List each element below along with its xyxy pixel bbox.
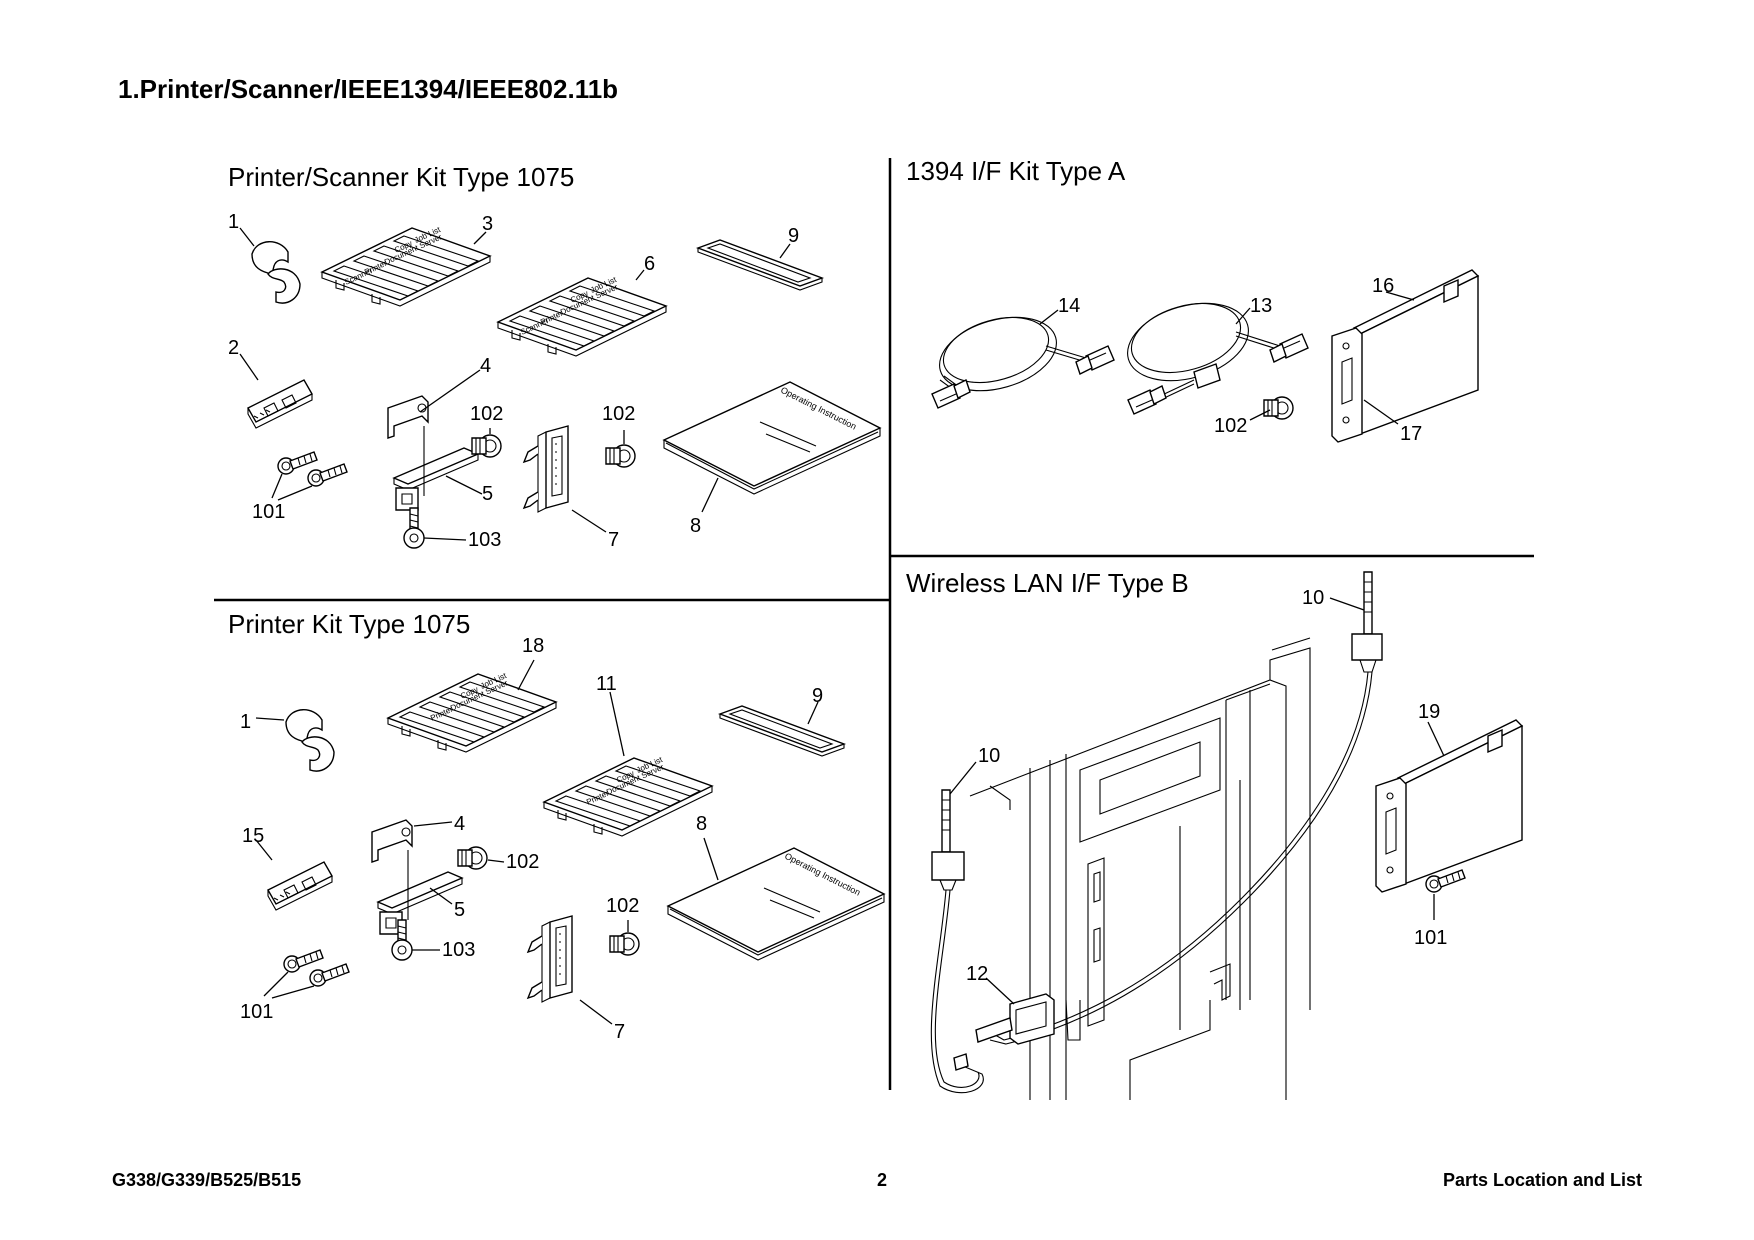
ps-label-7: 7 bbox=[608, 529, 619, 551]
pr-label-101: 101 bbox=[240, 1001, 273, 1023]
pr-label-8: 8 bbox=[696, 813, 707, 835]
pr-label-18: 18 bbox=[522, 635, 544, 657]
pr-label-15: 15 bbox=[242, 825, 264, 847]
ps-screw-102b bbox=[605, 444, 636, 468]
wl-label-10-left: 10 bbox=[978, 745, 1000, 767]
pr-part-1-clamp bbox=[285, 709, 335, 772]
pr-screw-102a bbox=[457, 846, 488, 870]
fw-label-17: 17 bbox=[1400, 423, 1422, 445]
fw-label-13: 13 bbox=[1250, 295, 1272, 317]
wl-antenna-10-top bbox=[989, 571, 1383, 1045]
footer-page-number: 2 bbox=[877, 1170, 888, 1190]
page-title: 1.Printer/Scanner/IEEE1394/IEEE802.11b bbox=[118, 74, 619, 104]
pr-label-4: 4 bbox=[454, 813, 465, 835]
ps-label-102a: 102 bbox=[470, 403, 503, 425]
pr-part-9-glass bbox=[719, 705, 845, 757]
wireless-lan-title: Wireless LAN I/F Type B bbox=[906, 568, 1189, 598]
pr-label-102a: 102 bbox=[506, 851, 539, 873]
footer-section-name: Parts Location and List bbox=[1442, 1170, 1642, 1190]
ps-label-102b: 102 bbox=[602, 403, 635, 425]
wl-part-12-card bbox=[975, 993, 1055, 1045]
footer-model-numbers: G338/G339/B525/B515 bbox=[112, 1170, 302, 1190]
ps-screw-102a bbox=[471, 434, 502, 458]
ps-label-101: 101 bbox=[252, 501, 285, 523]
pr-label-7: 7 bbox=[614, 1021, 625, 1043]
ps-label-2: 2 bbox=[228, 337, 239, 359]
ps-label-3: 3 bbox=[482, 213, 493, 235]
ps-part-8-manual bbox=[663, 381, 881, 495]
ps-screw-101a bbox=[277, 451, 318, 475]
ps-part-2-memory bbox=[247, 379, 313, 429]
ps-part-1-clamp bbox=[251, 241, 301, 304]
ps-part-4-5-board bbox=[387, 395, 479, 511]
ps-part-7-connector bbox=[523, 425, 569, 513]
wl-label-10-top: 10 bbox=[1302, 587, 1324, 609]
wl-label-19: 19 bbox=[1418, 701, 1440, 723]
ps-label-6: 6 bbox=[644, 253, 655, 275]
pr-screw-102b bbox=[609, 932, 640, 956]
wl-machine-outline bbox=[969, 637, 1311, 1100]
pr-label-5: 5 bbox=[454, 899, 465, 921]
fw-cable-13 bbox=[1127, 302, 1309, 415]
ps-label-8: 8 bbox=[690, 515, 701, 537]
pr-label-103: 103 bbox=[442, 939, 475, 961]
fw-screw-102 bbox=[1263, 396, 1294, 420]
fw-label-14: 14 bbox=[1058, 295, 1080, 317]
pr-part-8-manual bbox=[667, 847, 885, 961]
pr-part-15-memory bbox=[267, 861, 333, 911]
fw-label-16: 16 bbox=[1372, 275, 1394, 297]
fw-label-102: 102 bbox=[1214, 415, 1247, 437]
pr-label-1: 1 bbox=[240, 711, 251, 733]
wl-label-101: 101 bbox=[1414, 927, 1447, 949]
ieee1394-kit-title: 1394 I/F Kit Type A bbox=[906, 156, 1126, 186]
ps-label-9: 9 bbox=[788, 225, 799, 247]
pr-label-102b: 102 bbox=[606, 895, 639, 917]
pr-label-11: 11 bbox=[596, 673, 617, 695]
wl-antenna-10-left bbox=[930, 789, 984, 1094]
wl-label-12: 12 bbox=[966, 963, 988, 985]
ps-label-103: 103 bbox=[468, 529, 501, 551]
ps-part-9-glass bbox=[697, 239, 823, 291]
ps-screw-101b bbox=[307, 463, 348, 487]
ps-screw-103 bbox=[403, 507, 425, 549]
pr-label-9: 9 bbox=[812, 685, 823, 707]
pr-screw-101a bbox=[283, 949, 324, 973]
ps-label-4: 4 bbox=[480, 355, 491, 377]
printer-kit-title: Printer Kit Type 1075 bbox=[228, 609, 470, 639]
pr-part-4-5-board bbox=[371, 819, 463, 935]
wl-part-19-card bbox=[1375, 719, 1523, 893]
fw-part-16-17-card bbox=[1331, 269, 1479, 443]
pr-screw-101b bbox=[309, 963, 350, 987]
pr-part-7-connector bbox=[527, 915, 573, 1003]
fw-cable-14 bbox=[931, 316, 1115, 409]
ps-label-1: 1 bbox=[228, 211, 239, 233]
ps-label-5: 5 bbox=[482, 483, 493, 505]
printer-scanner-kit-title: Printer/Scanner Kit Type 1075 bbox=[228, 162, 574, 192]
